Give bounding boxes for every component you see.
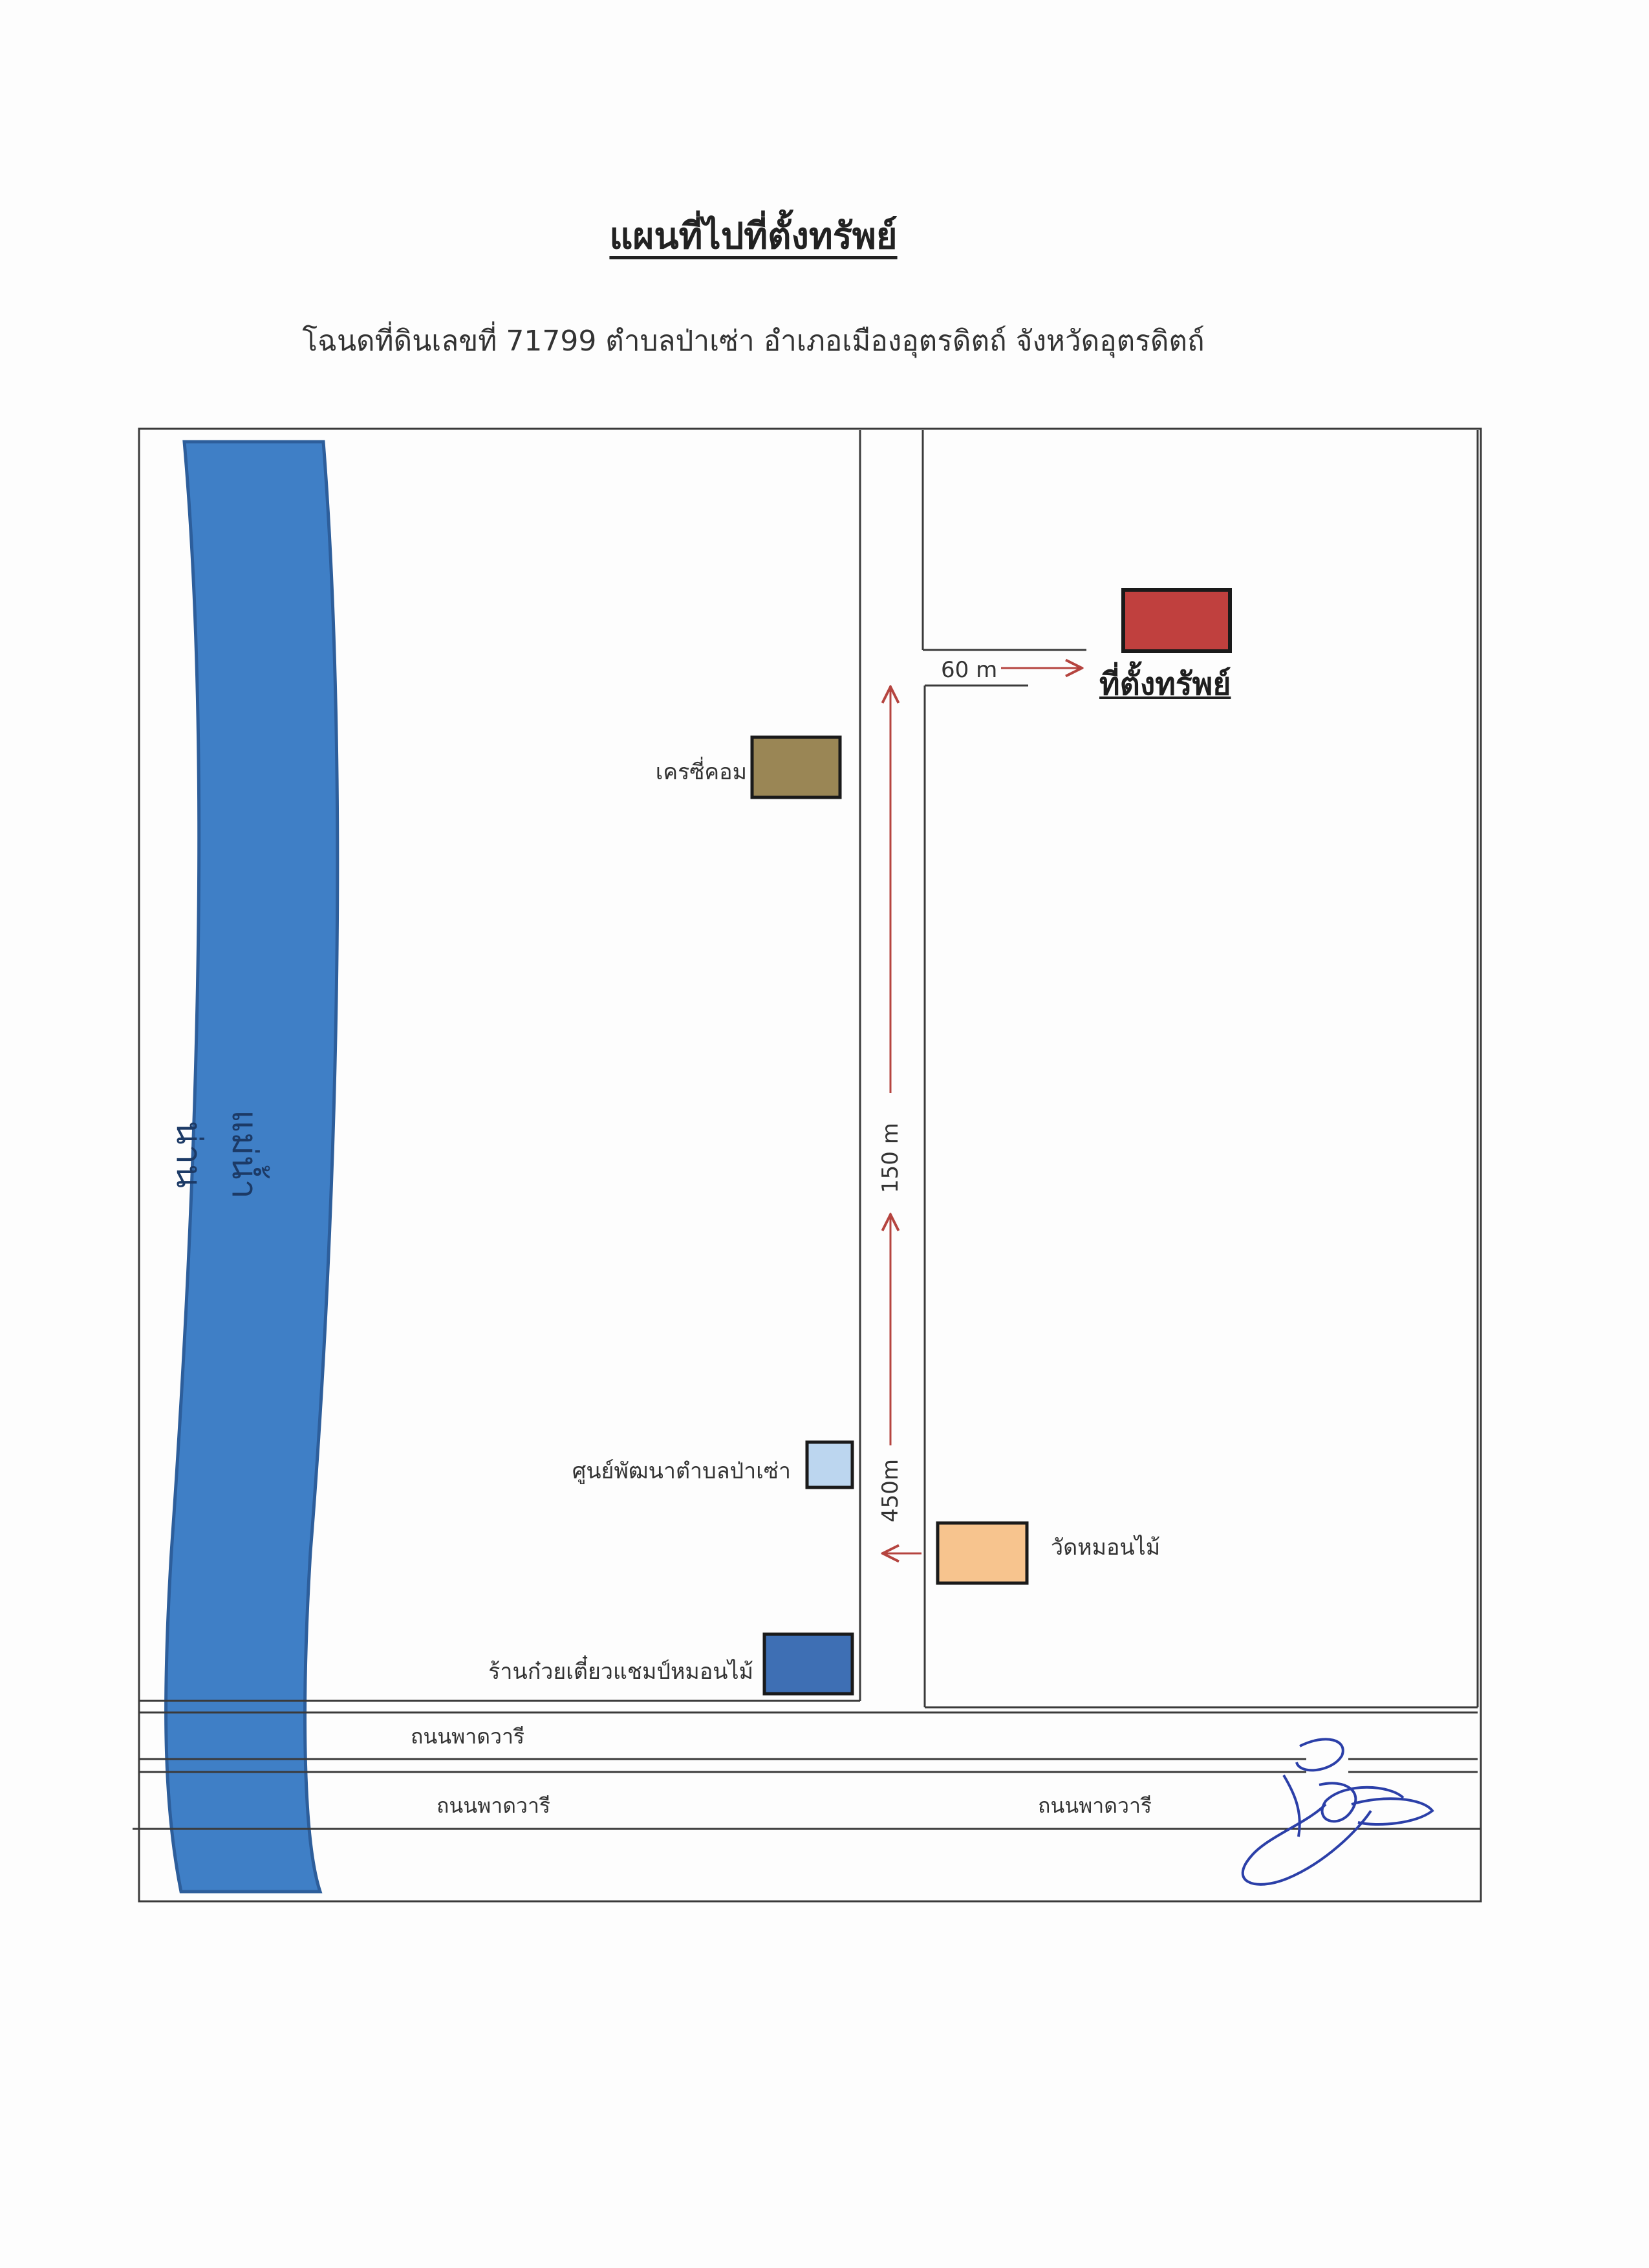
distance-label-60m: 60 m (941, 657, 998, 683)
landmark-label-noodle-shop: ร้านก๋วยเตี๋ยวแชมป์หมอนไม้ (488, 1659, 753, 1685)
landmark-label-wat-mon-mai: วัดหมอนไม้ (1051, 1535, 1161, 1561)
road-label-upper: ถนนพาดวารี (411, 1724, 525, 1749)
road-label-lower-left: ถนนพาดวารี (436, 1793, 551, 1818)
distance-label-150m: 150 m (878, 1123, 903, 1193)
property-label: ที่ตั้งทรัพย์ (1099, 666, 1231, 702)
distance-label-450m: 450m (878, 1459, 903, 1523)
road-label-lower-right: ถนนพาดวารี (1038, 1793, 1152, 1818)
landmark-label-crazy-com: เครซี่คอม (655, 759, 747, 785)
deed-description: โฉนดที่ดินเลขที่ 71799 ตำบลป่าเซ่า อำเภอ… (302, 325, 1205, 358)
property-marker (1121, 588, 1232, 653)
landmark-pasao-center (805, 1440, 854, 1489)
river (164, 440, 339, 1894)
page-title: แผนที่ไปที่ตั้งทรัพย์ (609, 215, 898, 257)
landmark-crazy-com (750, 735, 842, 799)
landmark-wat-mon-mai (936, 1521, 1029, 1585)
landmark-noodle-shop (762, 1632, 854, 1696)
map-frame (138, 427, 1482, 1903)
river-label: แม่น้ำน่าน (169, 1110, 265, 1199)
landmark-label-pasao-center: ศูนย์พัฒนาตำบลป่าเซ่า (572, 1458, 791, 1484)
signature (1241, 1738, 1434, 1886)
